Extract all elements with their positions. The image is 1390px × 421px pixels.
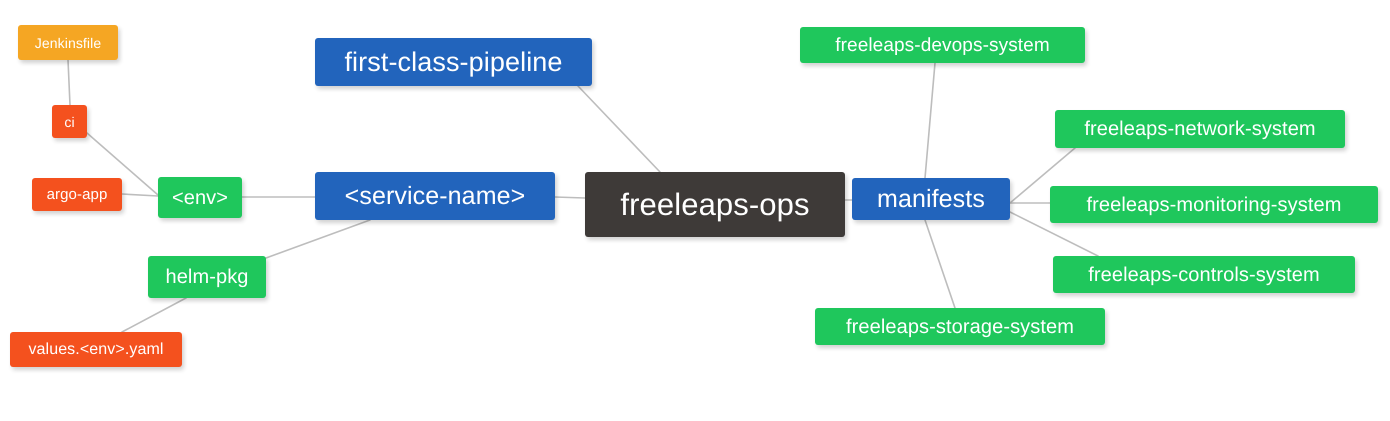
node-label-freeleaps-controls-system: freeleaps-controls-system — [1088, 263, 1320, 286]
node-first-class-pipeline[interactable]: first-class-pipeline — [315, 38, 592, 86]
edge-service-name-to-freeleaps-ops — [554, 196, 586, 199]
node-helm-pkg[interactable]: helm-pkg — [148, 256, 266, 298]
node-label-jenkinsfile: Jenkinsfile — [34, 34, 102, 51]
node-ci[interactable]: ci — [52, 105, 87, 138]
node-freeleaps-monitoring-system[interactable]: freeleaps-monitoring-system — [1050, 186, 1378, 223]
edge-first-class-pipeline-to-freeleaps-ops — [577, 85, 661, 173]
node-label-freeleaps-devops-system: freeleaps-devops-system — [835, 34, 1050, 56]
edge-values-env-yaml-to-helm-pkg — [121, 297, 187, 333]
node-argo-app[interactable]: argo-app — [32, 178, 122, 211]
edge-manifests-to-freeleaps-storage-system — [924, 219, 956, 309]
node-label-ci: ci — [64, 113, 75, 130]
node-values-env-yaml[interactable]: values.<env>.yaml — [10, 332, 182, 367]
node-jenkinsfile[interactable]: Jenkinsfile — [18, 25, 118, 60]
node-label-freeleaps-monitoring-system: freeleaps-monitoring-system — [1086, 193, 1342, 216]
node-label-argo-app: argo-app — [46, 186, 108, 203]
edge-jenkinsfile-to-ci — [67, 59, 71, 106]
node-freeleaps-controls-system[interactable]: freeleaps-controls-system — [1053, 256, 1355, 293]
node-label-manifests: manifests — [877, 184, 985, 213]
node-freeleaps-ops[interactable]: freeleaps-ops — [585, 172, 845, 237]
node-label-helm-pkg: helm-pkg — [165, 266, 249, 288]
node-label-first-class-pipeline: first-class-pipeline — [344, 46, 563, 77]
node-freeleaps-storage-system[interactable]: freeleaps-storage-system — [815, 308, 1105, 345]
node-env[interactable]: <env> — [158, 177, 242, 218]
edge-helm-pkg-to-service-name — [265, 219, 371, 259]
node-label-freeleaps-ops: freeleaps-ops — [620, 187, 810, 222]
node-label-service-name: <service-name> — [344, 181, 526, 210]
node-manifests[interactable]: manifests — [852, 178, 1010, 220]
edge-manifests-to-freeleaps-devops-system — [924, 62, 936, 179]
node-label-freeleaps-storage-system: freeleaps-storage-system — [845, 315, 1075, 338]
node-service-name[interactable]: <service-name> — [315, 172, 555, 220]
node-freeleaps-network-system[interactable]: freeleaps-network-system — [1055, 110, 1345, 148]
edge-argo-app-to-env — [121, 193, 159, 197]
node-label-env: <env> — [171, 186, 229, 209]
node-label-values-env-yaml: values.<env>.yaml — [28, 340, 164, 358]
node-freeleaps-devops-system[interactable]: freeleaps-devops-system — [800, 27, 1085, 63]
node-label-freeleaps-network-system: freeleaps-network-system — [1084, 118, 1316, 140]
